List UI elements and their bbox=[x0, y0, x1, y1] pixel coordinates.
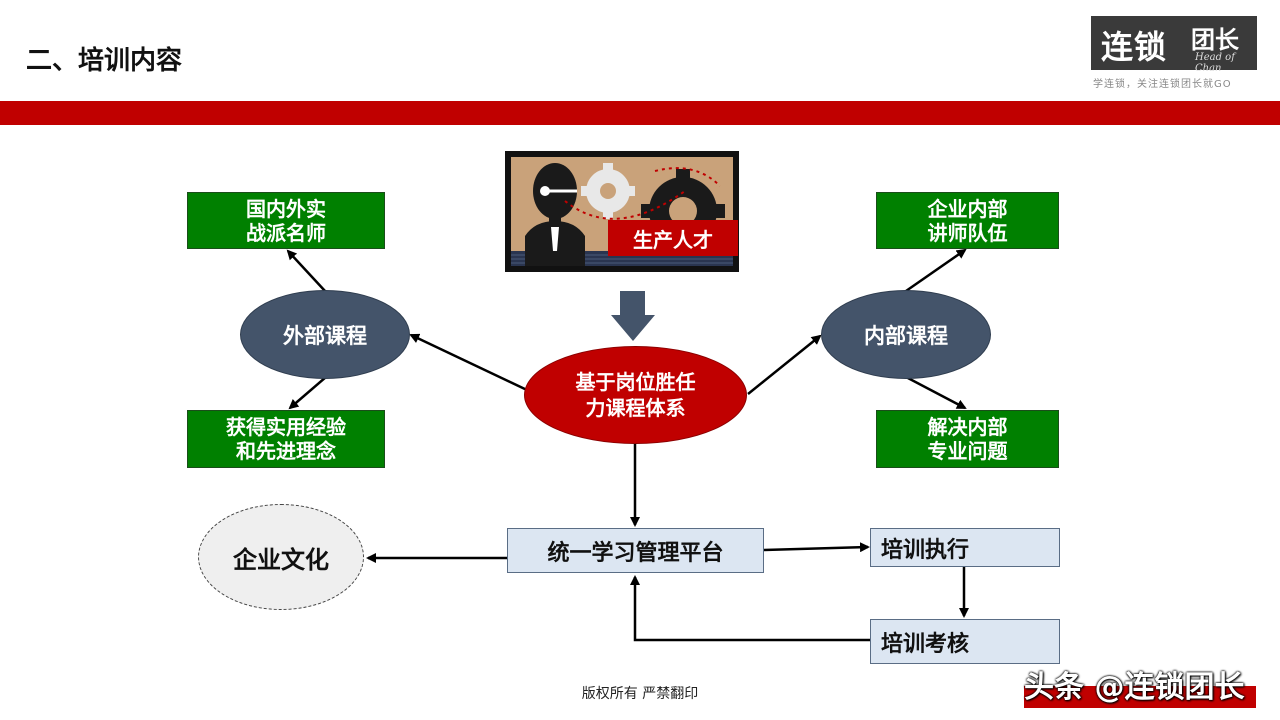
external-bottom-box: 获得实用经验 和先进理念 bbox=[187, 410, 385, 468]
learning-platform-box: 统一学习管理平台 bbox=[507, 528, 764, 573]
talent-label: 生产人才 bbox=[608, 220, 738, 256]
internal-bottom-line2: 专业问题 bbox=[927, 439, 1008, 463]
internal-top-line2: 讲师队伍 bbox=[927, 220, 1008, 245]
competency-course-system-ellipse: 基于岗位胜任 力课程体系 bbox=[524, 346, 747, 444]
arrow-assessment-platform bbox=[630, 575, 870, 642]
external-bottom-line1: 获得实用经验 bbox=[226, 415, 346, 439]
talent-image: 生产人才 bbox=[505, 151, 739, 272]
footer-red-bar bbox=[1024, 686, 1256, 708]
arrow-external-bottom bbox=[288, 376, 327, 410]
external-course-ellipse: 外部课程 bbox=[240, 290, 410, 379]
light-gear-icon bbox=[581, 163, 635, 219]
brand-logo: 连锁 团长 Head of Chan bbox=[1091, 16, 1257, 74]
logo-subtitle: Head of Chan bbox=[1195, 52, 1235, 74]
logo-side-text: 团长 bbox=[1191, 26, 1239, 54]
external-top-box: 国内外实 战派名师 bbox=[187, 192, 385, 249]
internal-course-ellipse: 内部课程 bbox=[821, 290, 991, 379]
watermark-text: 头条 @连锁团长 bbox=[1024, 670, 1245, 705]
internal-top-box: 企业内部 讲师队伍 bbox=[876, 192, 1059, 249]
person-silhouette-icon bbox=[525, 163, 585, 266]
talent-down-arrow bbox=[611, 291, 655, 341]
logo-main-text: 连锁 bbox=[1101, 28, 1168, 66]
copyright-footer: 版权所有 严禁翻印 bbox=[581, 686, 699, 702]
center-line1: 基于岗位胜任 bbox=[575, 370, 696, 394]
training-execution-box: 培训执行 bbox=[870, 528, 1060, 567]
corporate-culture-ellipse: 企业文化 bbox=[198, 504, 364, 610]
training-assessment-box: 培训考核 bbox=[870, 619, 1060, 664]
header-red-bar bbox=[0, 101, 1280, 125]
arrow-center-external bbox=[409, 333, 528, 392]
arrow-internal-bottom bbox=[905, 375, 967, 410]
arrow-platform-execution bbox=[763, 542, 870, 553]
internal-top-line1: 企业内部 bbox=[927, 196, 1008, 221]
external-bottom-line2: 和先进理念 bbox=[236, 439, 336, 463]
arrow-internal-top bbox=[905, 248, 967, 293]
center-line2: 力课程体系 bbox=[585, 396, 686, 420]
external-top-line2: 战派名师 bbox=[246, 220, 326, 245]
page-title: 二、培训内容 bbox=[26, 46, 183, 76]
internal-bottom-line1: 解决内部 bbox=[927, 415, 1008, 439]
internal-bottom-box: 解决内部 专业问题 bbox=[876, 410, 1059, 468]
external-top-line1: 国内外实 bbox=[246, 196, 326, 221]
arrow-external-top bbox=[286, 249, 326, 292]
logo-tagline: 学连锁，关注连锁团长就GO bbox=[1093, 79, 1232, 90]
arrow-center-internal bbox=[747, 334, 822, 395]
